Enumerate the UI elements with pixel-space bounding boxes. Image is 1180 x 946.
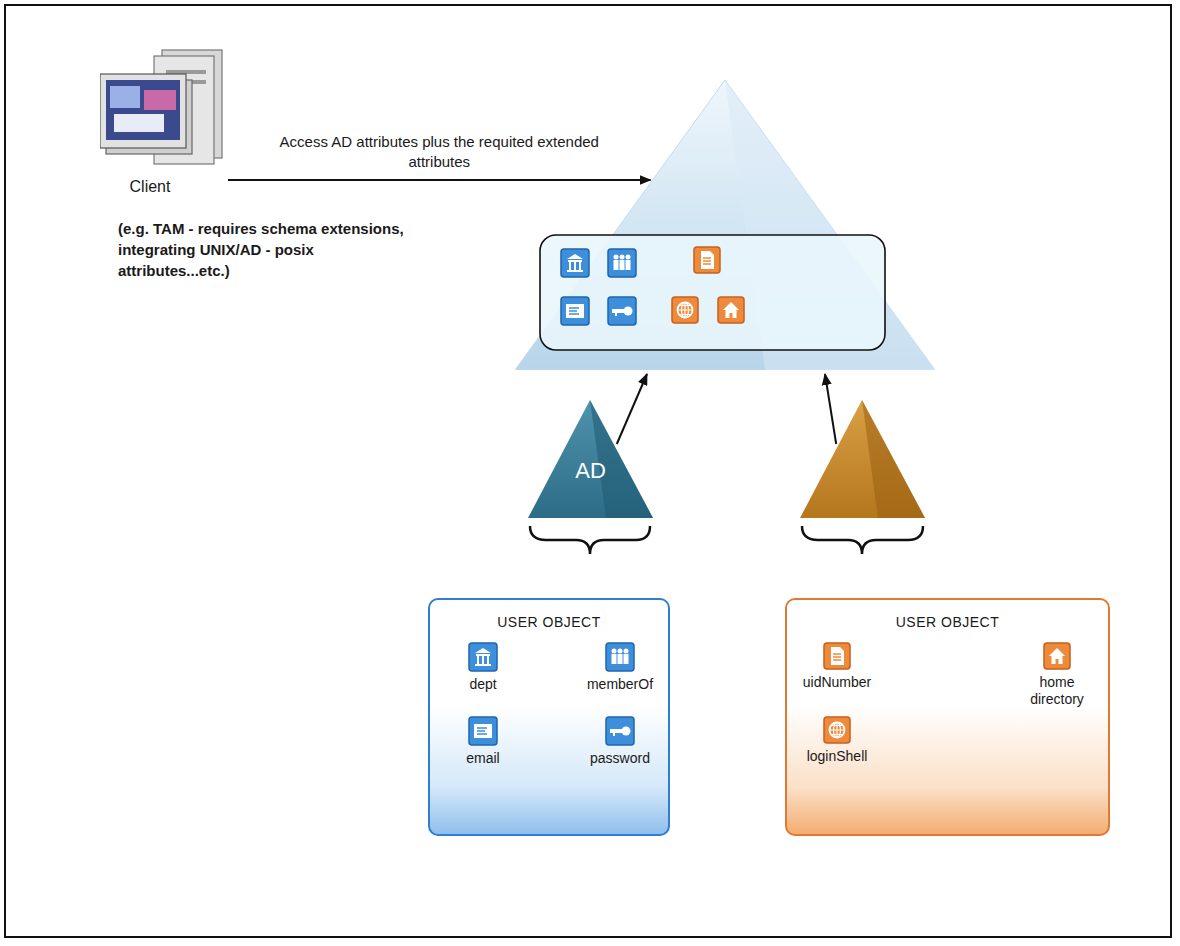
attribute-name: memberOf (575, 676, 665, 693)
attribute-item: home directory (1012, 642, 1102, 708)
virtual-directory-triangle (515, 80, 935, 370)
node-label: Client (100, 178, 200, 196)
attribute-icon (468, 716, 498, 746)
attribute-name: dept (438, 676, 528, 693)
directory-label: AD (528, 458, 653, 484)
attribute-name: home directory (1012, 674, 1102, 708)
attribute-icon (605, 716, 635, 746)
attribute-icon (605, 642, 635, 672)
user-object-box: USER OBJECT dept memberOf email password (428, 598, 670, 836)
attribute-icon (1043, 642, 1071, 670)
user-object-box: USER OBJECT uidNumber home directory loginS… (785, 598, 1110, 836)
connector-arrow (228, 179, 651, 181)
curly-bracket (530, 526, 650, 554)
attribute-item: password (575, 716, 665, 767)
attribute-name: password (575, 750, 665, 767)
curly-bracket (802, 526, 923, 554)
attribute-icon (823, 642, 851, 670)
connector-arrow (617, 374, 647, 444)
unix-directory (800, 400, 925, 518)
connector-arrow (825, 374, 836, 444)
attribute-item: uidNumber (792, 642, 882, 691)
attribute-name: uidNumber (792, 674, 882, 691)
edge-label: Access AD attributes plus the requited e… (259, 132, 619, 172)
attribute-item: dept (438, 642, 528, 693)
ad-directory: AD (528, 400, 653, 518)
note-text: (e.g. TAM - requires schema extensions, … (118, 218, 418, 281)
attribute-name: email (438, 750, 528, 767)
client-computer-icon (100, 46, 240, 174)
attribute-item: email (438, 716, 528, 767)
box-heading: USER OBJECT (787, 600, 1108, 630)
unix-triangle (800, 400, 925, 518)
attribute-item: loginShell (792, 716, 882, 765)
client-node: Client (100, 46, 250, 206)
attribute-name: loginShell (792, 748, 882, 765)
virtual-directory (515, 80, 935, 370)
attribute-icon (468, 642, 498, 672)
attribute-icon (823, 716, 851, 744)
attribute-item: memberOf (575, 642, 665, 693)
box-heading: USER OBJECT (430, 600, 668, 630)
